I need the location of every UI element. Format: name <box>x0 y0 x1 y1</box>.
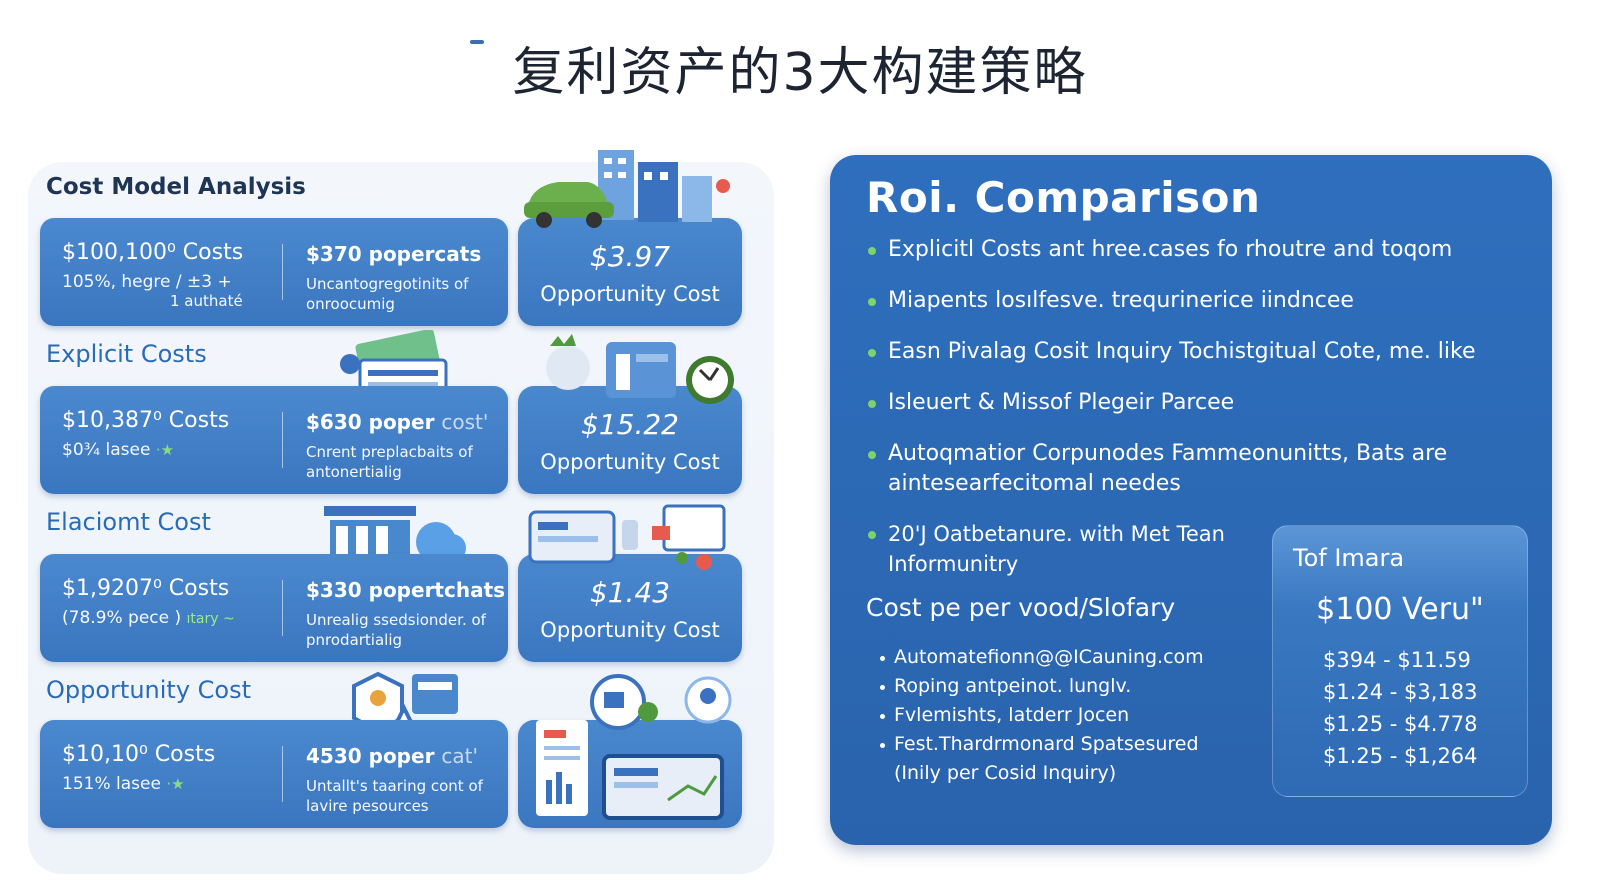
page-title: 复利资产的3大构建策略 <box>512 43 1088 103</box>
cost-right-sub: Untallt's taaring cont of lavire pesourc… <box>306 777 483 815</box>
price-box-title: Tof Imara <box>1293 544 1405 572</box>
cost-main: $10,10⁰ Costs <box>62 742 216 767</box>
cost-card-2[interactable]: $10,387⁰ Costs $0¾ lasee ·★ $630 poper c… <box>40 386 508 494</box>
cost-main: $1,9207⁰ Costs <box>62 576 230 601</box>
cost-sub2: 1 authaté <box>170 292 243 310</box>
cost-sub: 151% lasee ·★ <box>62 774 185 794</box>
section-heading-elaciomt: Elaciomt Cost <box>46 508 211 536</box>
opportunity-value: $3.97 <box>589 240 671 273</box>
cost-per-item: Roping antpeinot. lunglv. <box>880 672 1270 701</box>
roi-comparison-panel: Roi. Comparison Explicitl Costs ant hree… <box>830 155 1552 845</box>
price-range: $394 - $11.59 <box>1323 648 1471 672</box>
card-divider <box>282 746 283 802</box>
cost-right-main: 4530 poper cat' <box>306 744 478 768</box>
cost-right-sub: Cnrent preplacbaits of antonertialig <box>306 443 473 481</box>
roi-bullet-list: Explicitl Costs ant hree.cases fo rhoutr… <box>866 235 1526 579</box>
opportunity-card-1[interactable]: $3.97 Opportunity Cost <box>518 218 742 326</box>
cost-per-list: Automatefionn@@ICauning.com Roping antpe… <box>880 643 1270 788</box>
cost-per-item: Fvlemishts, latderr Jocen <box>880 701 1270 730</box>
price-box: Tof Imara $100 Veru" $394 - $11.59 $1.24… <box>1272 525 1528 797</box>
opportunity-value: $1.43 <box>589 576 671 609</box>
team-clock-illustration <box>546 334 734 404</box>
city-car-illustration <box>524 150 730 228</box>
cost-per-heading: Cost pe per vood/Slofary <box>866 593 1176 622</box>
opportunity-value: $15.22 <box>581 408 679 441</box>
cost-right-main: $330 popertchats <box>306 578 506 602</box>
price-range: $1.25 - $4.778 <box>1323 712 1478 736</box>
roi-title: Roi. Comparison <box>866 173 1261 222</box>
report-analytics-illustration <box>536 720 724 820</box>
cost-per-item: Fest.Thardrmonard Spatsesured <box>880 730 1270 759</box>
price-range: $1.24 - $3,183 <box>1323 680 1478 704</box>
opportunity-label: Opportunity Cost <box>540 618 720 642</box>
section-heading-explicit: Explicit Costs <box>46 340 207 368</box>
opportunity-card-3[interactable]: $1.43 Opportunity Cost <box>518 554 742 662</box>
roi-bullet: Autoqmatior Corpunodes Fammeonunitts, Ba… <box>866 439 1526 499</box>
card-divider <box>282 580 283 636</box>
card-divider <box>282 412 283 468</box>
roi-bullet: Miapents losılfesve. trequrinerice iindn… <box>866 286 1526 316</box>
cost-per-note: (Inily per Cosid Inquiry) <box>894 762 1117 784</box>
opportunity-label: Opportunity Cost <box>540 282 720 306</box>
card-divider <box>282 244 283 300</box>
cost-model-panel: Cost Model Analysis $100,100⁰ Costs 105%… <box>28 150 774 874</box>
cost-per-item: Automatefionn@@ICauning.com <box>880 643 1270 672</box>
title-decoration <box>470 40 484 44</box>
cost-right-sub: Unrealig ssedsionder. of pnrodartialig <box>306 611 486 649</box>
cost-right-main: $370 popercats <box>306 242 482 266</box>
cost-main: $10,387⁰ Costs <box>62 408 230 433</box>
cost-card-3[interactable]: $1,9207⁰ Costs (78.9% pece ) ıtary ~ $33… <box>40 554 508 662</box>
opportunity-card-2[interactable]: $15.22 Opportunity Cost <box>518 386 742 494</box>
people-icons-illustration <box>590 674 732 730</box>
price-range: $1.25 - $1,264 <box>1323 744 1478 768</box>
roi-bullet: 20'J Oatbetanure. with Met Tean Informun… <box>866 519 1286 579</box>
cost-sub: $0¾ lasee ·★ <box>62 440 175 460</box>
cost-right-sub: Uncantogregotinits of onroocumig <box>306 275 469 313</box>
opportunity-card-4[interactable] <box>518 720 742 828</box>
roi-bullet: Isleuert & Missof Plegeir Parcee <box>866 388 1526 418</box>
cost-right-main: $630 poper cost' <box>306 410 489 434</box>
roi-bullet: Explicitl Costs ant hree.cases fo rhoutr… <box>866 235 1526 265</box>
cost-card-4[interactable]: $10,10⁰ Costs 151% lasee ·★ 4530 poper c… <box>40 720 508 828</box>
star-icon: ·★ <box>166 775 185 793</box>
roi-bullet: Easn Pivalag Cosit Inquiry Tochistgitual… <box>866 337 1526 367</box>
cost-main: $100,100⁰ Costs <box>62 240 244 265</box>
price-box-value: $100 Veru" <box>1316 592 1484 627</box>
panel-heading: Cost Model Analysis <box>46 174 306 200</box>
section-heading-opportunity: Opportunity Cost <box>46 676 252 704</box>
cost-card-1[interactable]: $100,100⁰ Costs 105%, hegre / ±3 + 1 aut… <box>40 218 508 326</box>
dashboard-illustration <box>528 504 726 570</box>
star-icon: ·★ <box>155 441 175 459</box>
cost-sub: (78.9% pece ) ıtary ~ <box>62 608 235 628</box>
opportunity-label: Opportunity Cost <box>540 450 720 474</box>
cost-sub: 105%, hegre / ±3 + <box>62 272 232 292</box>
price-range-list: $394 - $11.59 $1.24 - $3,183 $1.25 - $4.… <box>1323 644 1478 772</box>
